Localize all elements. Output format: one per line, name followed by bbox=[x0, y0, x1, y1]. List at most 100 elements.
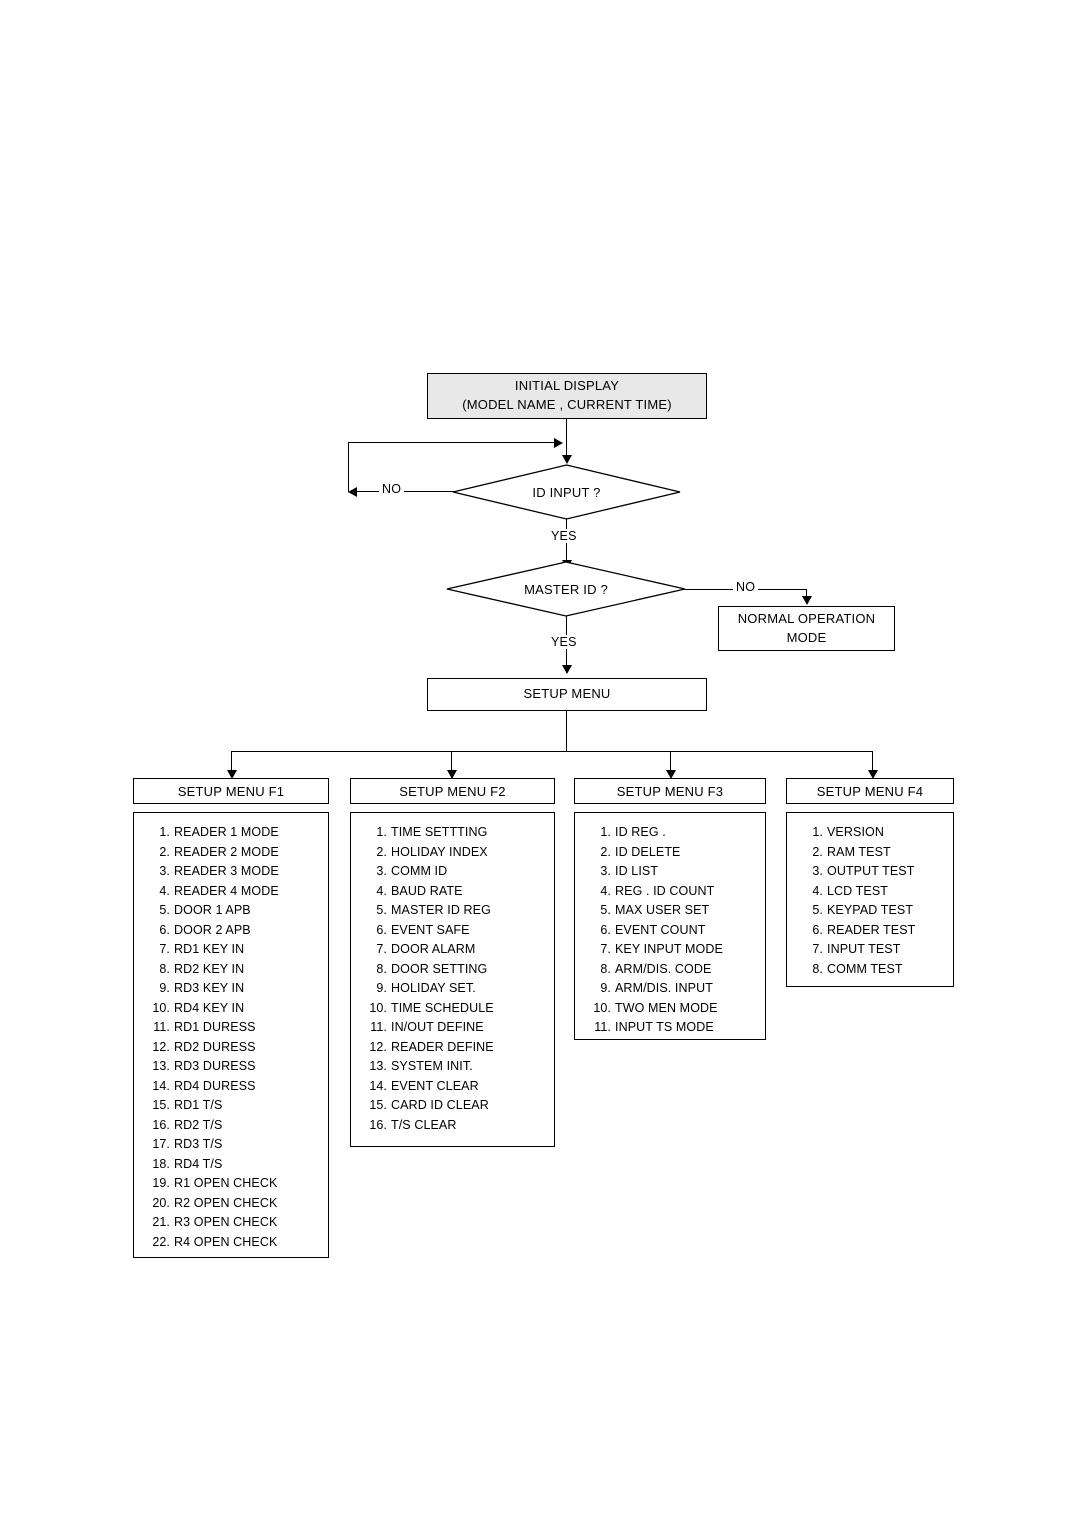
menu-item[interactable]: 7.KEY INPUT MODE bbox=[575, 940, 765, 960]
menu-item[interactable]: 4. REG . ID COUNT bbox=[575, 882, 765, 902]
edge-master-id-no-vertical bbox=[806, 589, 807, 599]
menu-item-label: RD1 DURESS bbox=[174, 1020, 256, 1034]
menu-item-label: REG . ID COUNT bbox=[615, 883, 715, 898]
menu-item[interactable]: 15.CARD ID CLEAR bbox=[351, 1096, 554, 1116]
initial-display-line1: INITIAL DISPLAY bbox=[514, 378, 620, 394]
menu-item[interactable]: 2.RAM TEST bbox=[787, 843, 953, 863]
menu-item[interactable]: 8.COMM TEST bbox=[787, 960, 953, 980]
menu-item[interactable]: 4.READER 4 MODE bbox=[134, 882, 328, 902]
menu-item-label: RD4 T/S bbox=[174, 1156, 223, 1171]
menu-item[interactable]: 8.DOOR SETTING bbox=[351, 960, 554, 980]
menu-item[interactable]: 3.ID LIST bbox=[575, 862, 765, 882]
menu-item-label: READER DEFINE bbox=[391, 1039, 494, 1054]
menu-item[interactable]: 4. LCD TEST bbox=[787, 882, 953, 902]
menu-item[interactable]: 7.INPUT TEST bbox=[787, 940, 953, 960]
node-setup-menu: SETUP MENU bbox=[427, 678, 707, 711]
menu-item-number: 2. bbox=[159, 844, 170, 859]
menu-item[interactable]: 17.RD3 T/S bbox=[134, 1135, 328, 1155]
menu-item-number: 6. bbox=[376, 922, 387, 937]
menu-item[interactable]: 14.RD4 DURESS bbox=[134, 1077, 328, 1097]
menu-item[interactable]: 13.SYSTEM INIT. bbox=[351, 1057, 554, 1077]
menu-item[interactable]: 22.R4 OPEN CHECK bbox=[134, 1233, 328, 1253]
menu-item[interactable]: 2. READER 2 MODE bbox=[134, 843, 328, 863]
arrowhead-to-id-input bbox=[562, 455, 572, 464]
menu-item[interactable]: 6.READER TEST bbox=[787, 921, 953, 941]
menu-item[interactable]: 2.ID DELETE bbox=[575, 843, 765, 863]
menu-item[interactable]: 15.RD1 T/S bbox=[134, 1096, 328, 1116]
arrowhead-to-f4 bbox=[868, 770, 878, 779]
menu-item[interactable]: 10.TIME SCHEDULE bbox=[351, 999, 554, 1019]
menu-item-label: INPUT TEST bbox=[827, 942, 901, 956]
menu-item-number: 18. bbox=[152, 1156, 170, 1171]
menu-item-number: 12. bbox=[152, 1039, 170, 1054]
menu-item[interactable]: 5.MAX USER SET bbox=[575, 901, 765, 921]
menu-item[interactable]: 13.RD3 DURESS bbox=[134, 1057, 328, 1077]
menu-item[interactable]: 8.ARM/DIS. CODE bbox=[575, 960, 765, 980]
menu-item-number: 14. bbox=[369, 1078, 387, 1093]
menu-item[interactable]: 12.RD2 DURESS bbox=[134, 1038, 328, 1058]
menu-item[interactable]: 3.OUTPUT TEST bbox=[787, 862, 953, 882]
menu-item-number: 12. bbox=[369, 1039, 387, 1054]
menu-item[interactable]: 4.BAUD RATE bbox=[351, 882, 554, 902]
menu-item-label: HOLIDAY INDEX bbox=[391, 844, 488, 859]
menu-item-number: 4. bbox=[812, 883, 823, 898]
arrowhead-to-f2 bbox=[447, 770, 457, 779]
menu-item[interactable]: 12. READER DEFINE bbox=[351, 1038, 554, 1058]
menu-item[interactable]: 9.HOLIDAY SET. bbox=[351, 979, 554, 999]
menu-item[interactable]: 11. RD1 DURESS bbox=[134, 1018, 328, 1038]
menu-item[interactable]: 3.COMM ID bbox=[351, 862, 554, 882]
menu-item[interactable]: 1.TIME SETTTING bbox=[351, 823, 554, 843]
menu-header-f1[interactable]: SETUP MENU F1 bbox=[133, 778, 329, 804]
menu-item[interactable]: 1.VERSION bbox=[787, 823, 953, 843]
menu-item[interactable]: 1.ID REG . bbox=[575, 823, 765, 843]
menu-item[interactable]: 19.R1 OPEN CHECK bbox=[134, 1174, 328, 1194]
menu-item[interactable]: 7.RD1 KEY IN bbox=[134, 940, 328, 960]
menu-item[interactable]: 14.EVENT CLEAR bbox=[351, 1077, 554, 1097]
menu-item[interactable]: 5.DOOR 1 APB bbox=[134, 901, 328, 921]
menu-item-label: LCD TEST bbox=[827, 883, 888, 898]
menu-header-f4[interactable]: SETUP MENU F4 bbox=[786, 778, 954, 804]
menu-item-label: RD4 DURESS bbox=[174, 1078, 256, 1093]
menu-item[interactable]: 6.DOOR 2 APB bbox=[134, 921, 328, 941]
edge-branch-to-f3 bbox=[670, 751, 671, 775]
menu-item[interactable]: 6.EVENT COUNT bbox=[575, 921, 765, 941]
menu-item[interactable]: 9.RD3 KEY IN bbox=[134, 979, 328, 999]
menu-item[interactable]: 11.INPUT TS MODE bbox=[575, 1018, 765, 1038]
menu-item[interactable]: 8.RD2 KEY IN bbox=[134, 960, 328, 980]
menu-item[interactable]: 3.READER 3 MODE bbox=[134, 862, 328, 882]
menu-item-number: 13. bbox=[152, 1059, 170, 1073]
menu-item-number: 1. bbox=[812, 825, 823, 839]
menu-item[interactable]: 5.KEYPAD TEST bbox=[787, 901, 953, 921]
menu-item-label: IN/OUT DEFINE bbox=[391, 1020, 484, 1034]
menu-item-label: COMM ID bbox=[391, 864, 448, 878]
menu-header-f3[interactable]: SETUP MENU F3 bbox=[574, 778, 766, 804]
menu-item-number: 11. bbox=[153, 1020, 170, 1034]
menu-item[interactable]: 9.ARM/DIS. INPUT bbox=[575, 979, 765, 999]
menu-item[interactable]: 21.R3 OPEN CHECK bbox=[134, 1213, 328, 1233]
menu-item[interactable]: 11.IN/OUT DEFINE bbox=[351, 1018, 554, 1038]
menu-item[interactable]: 1.READER 1 MODE bbox=[134, 823, 328, 843]
edge-branch-to-f2 bbox=[451, 751, 452, 775]
menu-item[interactable]: 16.RD2 T/S bbox=[134, 1116, 328, 1136]
menu-item-number: 13. bbox=[369, 1059, 387, 1073]
menu-item[interactable]: 10.TWO MEN MODE bbox=[575, 999, 765, 1019]
menu-item[interactable]: 18. RD4 T/S bbox=[134, 1155, 328, 1175]
menu-item[interactable]: 16.T/S CLEAR bbox=[351, 1116, 554, 1136]
menu-item[interactable]: 20.R2 OPEN CHECK bbox=[134, 1194, 328, 1214]
menu-item[interactable]: 6.EVENT SAFE bbox=[351, 921, 554, 941]
id-input-label: ID INPUT ? bbox=[532, 484, 601, 500]
edge-label-master-id-no: NO bbox=[733, 580, 759, 594]
menu-item-label: READER 2 MODE bbox=[174, 844, 279, 859]
menu-header-f2[interactable]: SETUP MENU F2 bbox=[350, 778, 555, 804]
menu-item-label: MASTER ID REG bbox=[391, 903, 491, 917]
menu-item-number: 4. bbox=[600, 883, 611, 898]
menu-item-number: 9. bbox=[159, 981, 170, 995]
edge-branch-bus bbox=[231, 751, 873, 752]
menu-item[interactable]: 7.DOOR ALARM bbox=[351, 940, 554, 960]
menu-item[interactable]: 10.RD4 KEY IN bbox=[134, 999, 328, 1019]
menu-item[interactable]: 2.HOLIDAY INDEX bbox=[351, 843, 554, 863]
master-id-label: MASTER ID ? bbox=[524, 581, 608, 597]
menu-item[interactable]: 5.MASTER ID REG bbox=[351, 901, 554, 921]
